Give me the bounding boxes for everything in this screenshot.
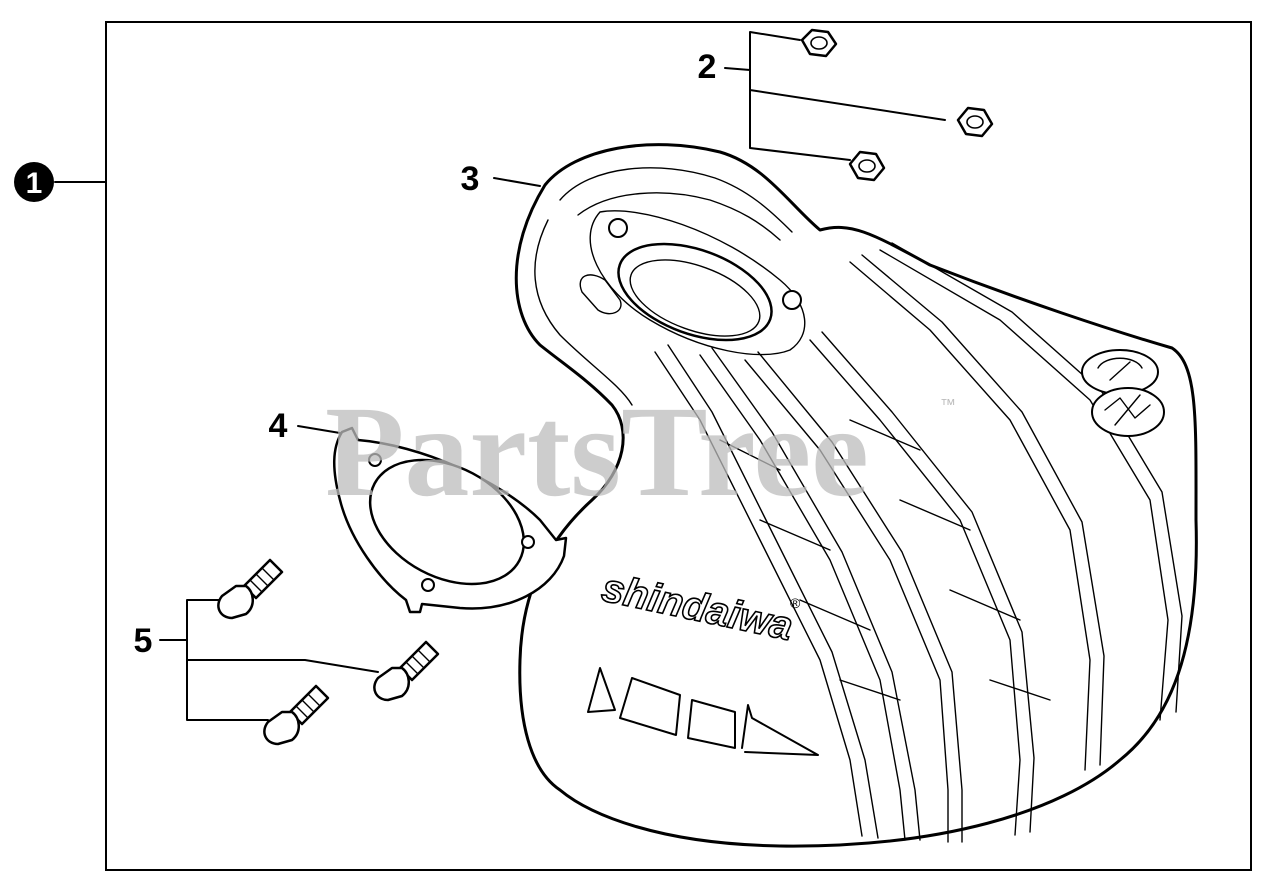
gasket-hole-1 — [368, 453, 382, 467]
gasket-center-hole — [368, 458, 526, 586]
bolt-3 — [263, 684, 330, 746]
callout-1[interactable]: 1 — [14, 162, 107, 202]
callout-2-label: 2 — [698, 48, 717, 86]
bolts-group[interactable]: 5 — [134, 558, 440, 746]
callout-3-label: 3 — [461, 160, 480, 198]
gasket-part[interactable] — [332, 426, 568, 614]
watermark-text: PartsTree — [325, 380, 869, 524]
bolt-1 — [217, 558, 284, 620]
hub-stud-hole-2 — [782, 290, 802, 310]
callout-1-badge — [14, 162, 54, 202]
callout-5-leader — [159, 599, 379, 721]
callout-4-label: 4 — [269, 407, 288, 445]
nut-1 — [800, 28, 838, 58]
bolt-2 — [373, 640, 440, 702]
callout-2-leader — [724, 31, 946, 161]
callout-1-label: 1 — [26, 167, 43, 200]
nut-3 — [848, 150, 886, 182]
nut-2 — [956, 106, 994, 138]
watermark-trademark: ™ — [940, 397, 956, 414]
gasket-hole-3 — [421, 578, 435, 592]
callout-5-label: 5 — [134, 622, 153, 660]
shield-part[interactable]: shindaiwa ® — [514, 143, 1198, 848]
watermark: PartsTree ™ — [325, 380, 956, 524]
callout-4-leader — [297, 425, 341, 434]
nuts-group[interactable]: 2 — [698, 28, 994, 182]
shield-top-rim — [559, 167, 793, 233]
gasket-hole-2 — [521, 535, 535, 549]
shield-brand-registered: ® — [790, 595, 801, 611]
callout-4[interactable]: 4 — [269, 407, 341, 445]
shield-top-rim-inner — [577, 192, 781, 241]
shield-side-edge — [534, 219, 633, 406]
warning-decals — [1081, 349, 1165, 437]
rotation-arrow-decal — [587, 667, 819, 756]
callout-3[interactable]: 3 — [461, 160, 541, 198]
callout-3-leader — [493, 177, 541, 187]
hub-opening-inner — [629, 259, 761, 337]
hub-lug — [579, 274, 622, 315]
hub-opening — [617, 242, 773, 342]
shield-ribs — [654, 242, 1183, 843]
hub-stud-hole-1 — [608, 218, 628, 238]
